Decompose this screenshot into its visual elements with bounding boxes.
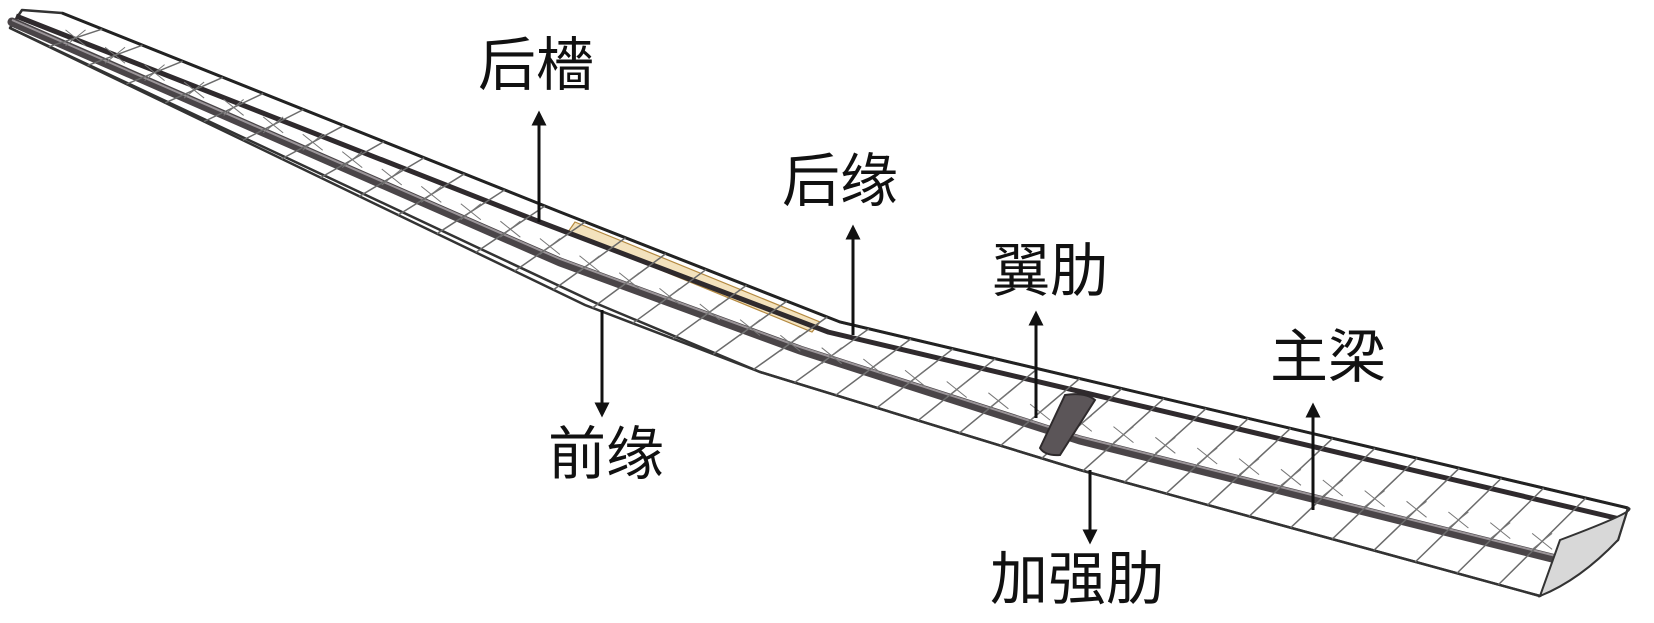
rib-truss: [341, 151, 363, 169]
rib-truss: [863, 358, 884, 376]
rib-truss: [780, 334, 801, 352]
wing-tip: [1538, 506, 1631, 598]
rib-truss: [1322, 479, 1344, 497]
rib-truss: [699, 303, 721, 321]
rib-truss: [262, 116, 284, 134]
rear-spar-label: 后檣: [478, 31, 595, 99]
rib-truss: [223, 99, 244, 116]
rib-truss: [381, 168, 403, 186]
rib-truss: [904, 369, 926, 387]
leading-edge-line: [9, 26, 1541, 598]
rib-truss: [1489, 522, 1511, 540]
main-spar: [7, 17, 1565, 565]
main-spar-label: 主梁: [1270, 323, 1387, 391]
rib-truss: [460, 203, 482, 221]
trailing-edge-label: 后缘: [782, 147, 899, 215]
rib-truss: [420, 186, 442, 203]
rib-truss: [65, 29, 86, 47]
rib-truss: [946, 381, 968, 398]
rib-truss: [1196, 447, 1218, 465]
rib-truss: [988, 392, 1009, 410]
rib-truss: [144, 64, 165, 82]
rib-truss: [302, 133, 324, 151]
rib-truss: [1280, 468, 1302, 486]
wing-rib-label: 翼肋: [992, 237, 1109, 305]
rib-truss: [1448, 511, 1469, 529]
rib-truss: [104, 46, 126, 64]
rib-truss: [1238, 458, 1260, 476]
reinforced-rib: [1038, 393, 1097, 457]
rib-truss: [1364, 490, 1385, 508]
reinforced-rib-label: 加强肋: [990, 545, 1165, 613]
rib-truss: [821, 347, 842, 365]
rib-truss: [1029, 403, 1051, 421]
rib-truss: [579, 255, 600, 273]
rib-truss: [739, 319, 761, 337]
leading-edge-label: 前缘: [548, 420, 665, 488]
rib-truss: [618, 272, 640, 290]
rib-truss: [1531, 532, 1553, 550]
rib-truss: [659, 287, 680, 305]
trailing-edge-line: [61, 11, 1629, 510]
main-spar-highlight: [11, 19, 1561, 558]
rib-truss: [183, 81, 205, 99]
rib-truss: [1113, 426, 1134, 444]
rib-truss: [500, 220, 521, 238]
rib-truss: [539, 238, 561, 255]
rib-truss: [1155, 436, 1176, 454]
rib-truss: [1406, 500, 1427, 518]
rear-spar: [15, 13, 1625, 523]
